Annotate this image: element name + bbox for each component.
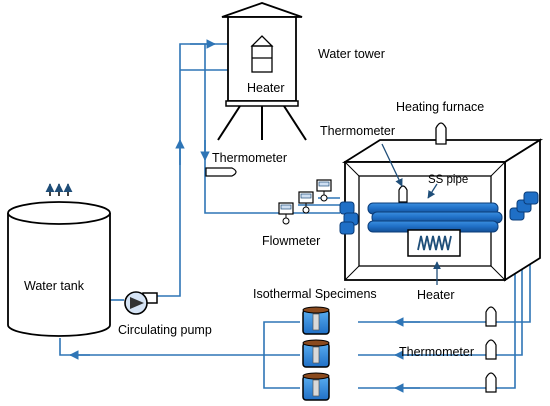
water-tank-label: Water tank [24,279,85,293]
isothermal-specimens [302,306,330,401]
flowmeters [278,179,332,225]
pipe-return-to-tank [59,338,264,356]
water-tower-roof [221,2,303,18]
vapor-arrows-icon [45,183,73,196]
furnace-chimney-thermometer-icon [435,122,447,145]
flowmeter-3 [316,179,332,202]
isothermal-specimens-label: Isothermal Specimens [253,287,377,301]
flow-arrows [69,39,420,393]
water-tower-label: Water tower [318,47,385,61]
heating-furnace [339,138,544,282]
heater-tower-label: Heater [247,81,285,95]
thermometer-specimen-1-icon [485,306,497,327]
thermometer-specimen-2-icon [485,339,497,360]
specimen-2 [302,339,330,368]
pipe-tower-to-furnace [204,44,258,214]
thermometer-furnace-icon [398,185,408,203]
ss-pipes [339,191,539,235]
flowmeter-label: Flowmeter [262,234,320,248]
flowmeter-2 [298,191,314,214]
specimen-3 [302,372,330,401]
circulating-pump [124,291,158,315]
thermometer-specimens-label: Thermometer [399,345,474,359]
specimen-thermometers [485,306,497,393]
thermometer-furnace-label: Thermometer [320,124,395,138]
leader-lines [381,143,441,285]
heating-furnace-label: Heating furnace [396,100,484,114]
water-tower: Heater [217,2,307,141]
circulating-pump-label: Circulating pump [118,323,212,337]
specimen-1 [302,306,330,335]
flowmeter-1 [278,202,294,225]
thermometer-tower-icon [205,167,237,177]
ss-pipe-label: SS pipe [428,174,468,186]
water-tower-leg-left [217,105,241,141]
thermometer-specimen-3-icon [485,372,497,393]
water-tank [7,183,111,337]
thermometer-tower-label: Thermometer [212,151,287,165]
water-tower-tank [227,16,297,102]
labels: Water tower Heating furnace Thermometer … [24,47,484,359]
water-tower-leg-right [283,105,307,141]
furnace-heater-coil [407,229,461,257]
heater-furnace-label: Heater [417,288,455,302]
